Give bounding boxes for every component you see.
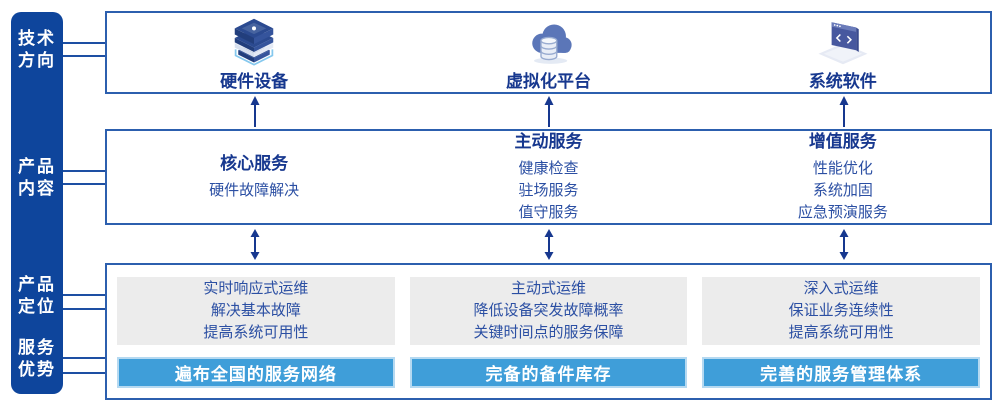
tech-col-system-software: 系统软件 [696,13,990,92]
sidebar-label-line: 定位 [18,297,56,316]
arrow-up-down-icon [544,229,554,260]
sidebar-label-line: 服务 [18,338,56,357]
tech-label-virtualization: 虚拟化平台 [505,72,591,91]
sidebar-label-line: 方向 [18,51,56,70]
positioning-line: 提高系统可用性 [203,324,309,341]
tech-label-hardware: 硬件设备 [220,72,289,91]
connector-line [63,294,105,296]
sidebar-label-product-content: 产品 内容 [11,156,63,200]
arrow-up-icon [839,96,849,127]
connector-line [63,308,105,310]
positioning-line: 降低设备突发故障概率 [473,302,624,319]
service-item: 硬件故障解决 [209,181,300,199]
connector-line [63,183,105,185]
arrow-up-icon [250,96,260,127]
tech-label-system-software: 系统软件 [808,72,877,91]
sidebar-label-line: 产品 [18,157,56,176]
arrow-up-down-icon [839,229,849,260]
advantage-bar: 遍布全国的服务网络 [117,357,395,388]
code-window-icon [818,22,868,65]
positioning-panel: 实时响应式运维 解决基本故障 提高系统可用性 [117,277,395,345]
positioning-line: 解决基本故障 [210,302,301,319]
positioning-panel: 深入式运维 保证业务连续性 提高系统可用性 [702,277,981,345]
connector-line [63,55,105,57]
service-item: 驻场服务 [518,181,579,199]
connector-line [63,42,105,44]
service-title: 增值服务 [808,131,877,151]
connector-line [63,357,105,359]
tech-direction-box: 硬件设备 虚拟化平台 [105,11,992,94]
sidebar-label-line: 内容 [18,179,56,198]
positioning-line: 保证业务连续性 [788,302,894,319]
tech-col-virtualization: 虚拟化平台 [401,13,695,92]
arrow-up-icon [544,96,554,127]
service-item: 健康检查 [518,159,579,177]
sidebar-label-line: 技术 [18,29,56,48]
connector-line [63,372,105,374]
connector-line [63,170,105,172]
product-content-box: 核心服务 硬件故障解决 主动服务 健康检查 驻场服务 值守服务 增值服务 性能优… [105,129,992,225]
service-title: 主动服务 [514,131,583,151]
sidebar-label-product-positioning: 产品 定位 [11,274,63,318]
sidebar-label-tech-direction: 技术 方向 [11,28,63,72]
positioning-line: 主动式运维 [511,280,587,297]
advantage-bar: 完善的服务管理体系 [702,357,981,388]
service-item: 性能优化 [812,159,873,177]
service-item: 系统加固 [812,181,873,199]
positioning-line: 提高系统可用性 [788,324,894,341]
positioning-panel: 主动式运维 降低设备突发故障概率 关键时间点的服务保障 [409,277,688,345]
positioning-col-proactive: 主动式运维 降低设备突发故障概率 关键时间点的服务保障 完备的备件库存 [409,277,688,398]
service-title: 核心服务 [220,153,289,173]
cloud-database-icon [532,24,573,64]
tech-col-hardware: 硬件设备 [107,13,401,92]
service-item: 应急预演服务 [797,203,888,221]
positioning-line: 深入式运维 [803,280,879,297]
advantage-bar: 完备的备件库存 [409,357,688,388]
positioning-line: 实时响应式运维 [203,280,309,297]
sidebar-label-line: 产品 [18,275,56,294]
positioning-line: 关键时间点的服务保障 [473,324,624,341]
arrow-up-down-icon [250,229,260,260]
sidebar-label-line: 优势 [18,360,56,379]
positioning-col-indepth: 深入式运维 保证业务连续性 提高系统可用性 完善的服务管理体系 [702,277,981,398]
service-col-proactive: 主动服务 健康检查 驻场服务 值守服务 [401,131,695,223]
positioning-col-realtime: 实时响应式运维 解决基本故障 提高系统可用性 遍布全国的服务网络 [117,277,395,398]
sidebar-bar [11,12,63,394]
service-item: 值守服务 [518,203,579,221]
service-col-value-added: 增值服务 性能优化 系统加固 应急预演服务 [696,131,990,223]
server-stack-icon [234,18,274,66]
service-col-core: 核心服务 硬件故障解决 [107,131,401,223]
sidebar-label-service-advantage: 服务 优势 [11,337,63,381]
positioning-advantage-box: 实时响应式运维 解决基本故障 提高系统可用性 遍布全国的服务网络 主动式运维 降… [105,263,992,400]
